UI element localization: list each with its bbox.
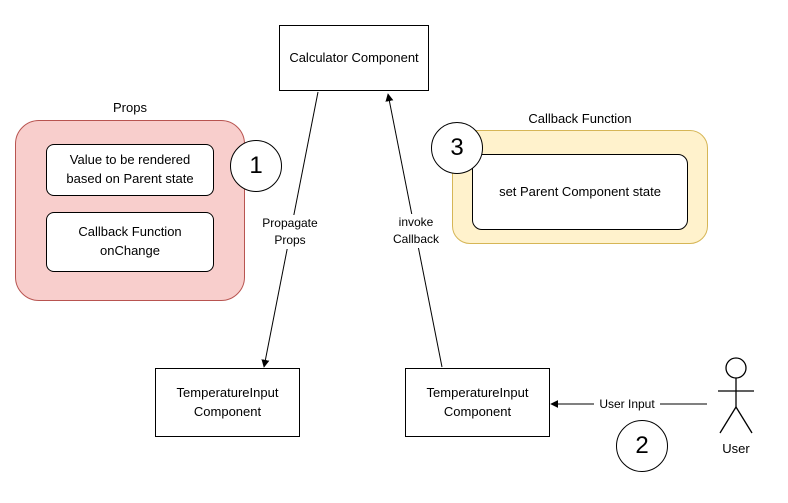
invoke-callback-label: invoke Callback [386,214,446,248]
step-marker-2: 2 [616,420,668,472]
user-label: User [722,441,750,456]
calculator-label: Calculator Component [289,49,419,65]
props-group-title: Props [113,100,147,115]
props-item-value: Value to be rendered based on Parent sta… [46,144,214,196]
step-marker-3: 3 [431,122,483,174]
temperature-input-right: TemperatureInput Component [405,368,550,437]
temperature-input-left: TemperatureInput Component [155,368,300,437]
user-actor-icon [718,357,754,434]
user-input-label: User Input [594,396,660,413]
props-item-callback: Callback Function onChange [46,212,214,272]
step-marker-1: 1 [230,140,282,192]
propagate-props-label: Propagate Props [254,215,326,249]
callback-item: set Parent Component state [472,154,688,230]
callback-group-title: Callback Function [528,111,632,126]
calculator-component: Calculator Component [279,25,429,91]
